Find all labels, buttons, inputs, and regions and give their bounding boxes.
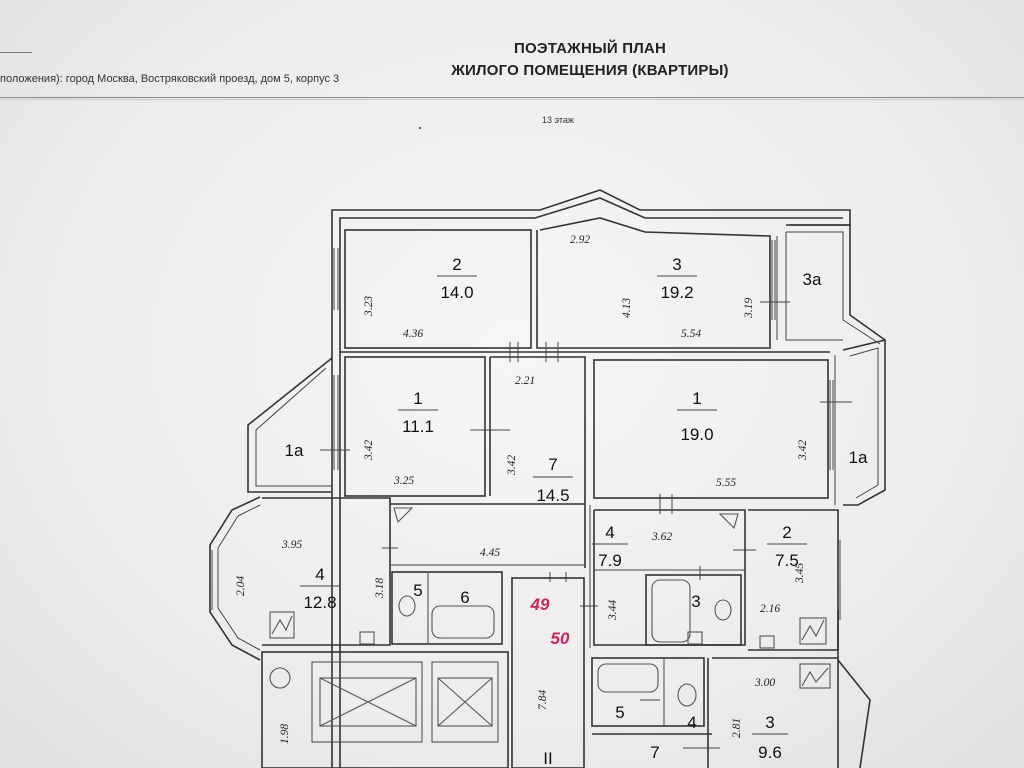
dimension: 3.18 — [374, 578, 386, 599]
stair-label: II — [543, 749, 552, 768]
dimension: 2.81 — [731, 718, 743, 738]
room-area: 14.0 — [440, 283, 473, 302]
dimension: 3.95 — [281, 539, 302, 551]
room-area: 11.1 — [402, 417, 434, 436]
dimension: 1.98 — [279, 724, 291, 744]
header-mark — [0, 52, 32, 53]
dimension: 5.55 — [716, 477, 736, 489]
floor-label: 13 этаж — [542, 115, 574, 125]
room-number: 5 — [413, 581, 422, 600]
room-number: 7 — [548, 455, 557, 474]
plan-title-line2: ЖИЛОГО ПОМЕЩЕНИЯ (КВАРТИРЫ) — [451, 62, 729, 79]
dimension: 3.42 — [363, 440, 375, 461]
dimension-labels: 2.92 3.23 4.36 4.13 5.54 3.19 2.21 3.42 … — [235, 234, 809, 744]
room-number: 1 — [692, 389, 701, 408]
plan-title-line1: ПОЭТАЖНЫЙ ПЛАН — [514, 40, 666, 57]
dimension: 2.16 — [760, 603, 780, 615]
apartment-number: 50 — [551, 629, 570, 648]
room-area: 9.6 — [758, 743, 782, 762]
outer-walls — [209, 189, 886, 768]
dimension: 3.44 — [607, 600, 619, 621]
room-walls — [261, 217, 843, 768]
room-number: 2 — [452, 255, 461, 274]
room-area: 7.9 — [598, 551, 622, 570]
dimension: 4.36 — [403, 328, 423, 340]
room-number: 1 — [413, 389, 422, 408]
dimension: 4.13 — [621, 298, 633, 318]
dimension: 2.04 — [235, 576, 247, 596]
dimension: 2.92 — [570, 234, 590, 246]
room-number: 7 — [650, 743, 659, 762]
dimension: 3.23 — [363, 296, 375, 317]
room-number: 1а — [849, 448, 868, 467]
apartment-numbers: 49 50 — [530, 595, 570, 648]
fixtures — [269, 507, 831, 727]
room-number: 1а — [285, 441, 304, 460]
dimension: 3.42 — [506, 455, 518, 476]
room-area: 12.8 — [303, 593, 336, 612]
room-number: 3 — [765, 713, 774, 732]
header-divider-shadow — [0, 99, 1024, 100]
dimension: 3.00 — [754, 677, 775, 689]
room-number: 2 — [782, 523, 791, 542]
room-number: 3 — [672, 255, 681, 274]
dimension: 3.19 — [743, 298, 755, 319]
room-area: 19.0 — [680, 425, 713, 444]
address-line: положения): город Москва, Востряковский … — [0, 73, 340, 85]
dimension: 3.25 — [393, 475, 414, 487]
dimension: 5.54 — [681, 328, 701, 340]
room-area: 7.5 — [775, 551, 799, 570]
dimension: 7.84 — [537, 690, 549, 710]
room-number: 3а — [803, 270, 822, 289]
window-markers — [211, 240, 841, 620]
speck — [419, 127, 421, 129]
room-number: 4 — [315, 565, 324, 584]
dimension: 3.45 — [794, 563, 806, 584]
room-area: 14.5 — [536, 486, 569, 505]
room-number: 4 — [605, 523, 614, 542]
dimension: 3.42 — [797, 440, 809, 461]
room-number: 5 — [615, 703, 624, 722]
dimension: 2.21 — [515, 375, 535, 387]
room-number: 6 — [460, 588, 469, 607]
header-divider — [0, 97, 1024, 98]
door-ticks — [320, 301, 852, 749]
apartment-number: 49 — [530, 595, 550, 614]
room-number: 3 — [691, 592, 700, 611]
room-area: 19.2 — [660, 283, 693, 302]
room-labels: 2 14.0 3 19.2 3а 1 11.1 1 19.0 1а 1а 7 1… — [285, 255, 868, 768]
dimension: 3.62 — [651, 531, 672, 543]
room-number: 4 — [687, 713, 696, 732]
dimension: 4.45 — [480, 547, 500, 559]
